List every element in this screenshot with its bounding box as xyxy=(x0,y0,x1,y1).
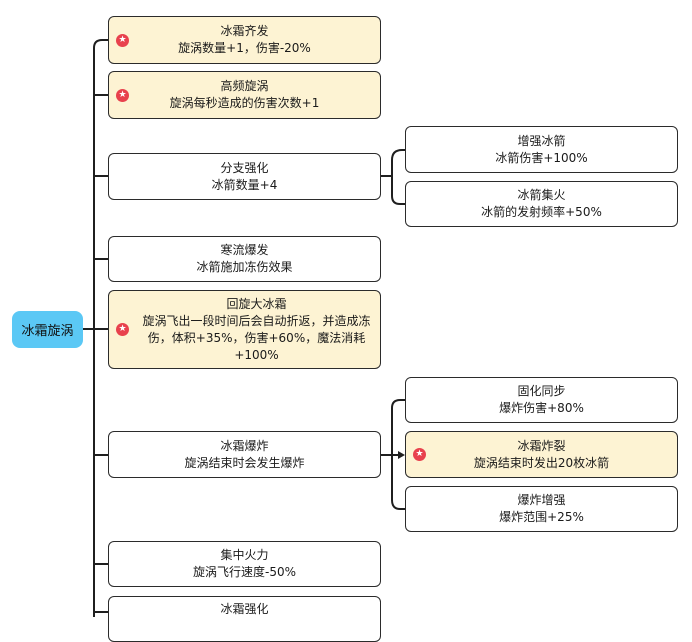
node-title: 分支强化 xyxy=(220,160,269,175)
root-label: 冰霜旋涡 xyxy=(21,324,74,339)
node-desc: 冰箭施加冻伤效果 xyxy=(196,260,293,274)
node-title: 增强冰箭 xyxy=(517,133,566,148)
node-desc: 冰箭的发射频率+50% xyxy=(481,205,602,219)
node-desc: 旋涡结束时会发生爆炸 xyxy=(184,455,305,470)
node-desc: 旋涡每秒造成的伤害次数+1 xyxy=(169,96,320,110)
node-desc: 旋涡结束时发出20枚冰箭 xyxy=(473,455,610,470)
node-n2[interactable]: ★ 高频旋涡 旋涡每秒造成的伤害次数+1 xyxy=(108,71,381,119)
node-n6a[interactable]: 固化同步 爆炸伤害+80% xyxy=(405,377,678,423)
node-n8[interactable]: 冰霜强化 xyxy=(108,596,381,642)
node-desc: 爆炸范围+25% xyxy=(499,510,584,524)
node-n3[interactable]: 分支强化 冰箭数量+4 xyxy=(108,153,381,200)
node-n7[interactable]: 集中火力 旋涡飞行速度-50% xyxy=(108,541,381,587)
node-n4[interactable]: 寒流爆发 冰箭施加冻伤效果 xyxy=(108,236,381,282)
node-desc: 旋涡飞行速度-50% xyxy=(192,565,296,579)
star-badge-icon: ★ xyxy=(413,448,426,461)
node-title: 固化同步 xyxy=(517,384,566,398)
node-n3b[interactable]: 冰箭集火 冰箭的发射频率+50% xyxy=(405,181,678,227)
node-n6[interactable]: 冰霜爆炸 旋涡结束时会发生爆炸 xyxy=(108,431,381,478)
node-title: 冰霜炸裂 xyxy=(517,438,566,453)
node-n6c[interactable]: 爆炸增强 爆炸范围+25% xyxy=(405,486,678,532)
node-title: 寒流爆发 xyxy=(220,243,269,257)
node-desc: 冰箭数量+4 xyxy=(211,177,278,192)
node-n1[interactable]: ★ 冰霜齐发 旋涡数量+1，伤害-20% xyxy=(108,16,381,64)
node-title: 高频旋涡 xyxy=(220,79,269,93)
node-title: 集中火力 xyxy=(220,548,269,562)
node-n5[interactable]: ★ 回旋大冰霜 旋涡飞出一段时间后会自动折返，并造成冻伤，体积+35%，伤害+6… xyxy=(108,290,381,369)
node-title: 冰箭集火 xyxy=(517,188,566,202)
connector-lines xyxy=(83,39,405,617)
node-desc: 旋涡飞出一段时间后会自动折返，并造成冻伤，体积+35%，伤害+60%，魔法消耗+… xyxy=(142,313,371,362)
node-title: 回旋大冰霜 xyxy=(226,296,287,311)
node-desc: 爆炸伤害+80% xyxy=(499,401,584,415)
node-title: 冰霜齐发 xyxy=(220,24,269,38)
node-n3a[interactable]: 增强冰箭 冰箭伤害+100% xyxy=(405,126,678,173)
node-n6b[interactable]: ★ 冰霜炸裂 旋涡结束时发出20枚冰箭 xyxy=(405,431,678,478)
node-title: 爆炸增强 xyxy=(517,493,566,507)
node-title: 冰霜强化 xyxy=(220,602,269,616)
star-badge-icon: ★ xyxy=(116,34,129,47)
node-desc: 旋涡数量+1，伤害-20% xyxy=(178,41,311,55)
root-node[interactable]: 冰霜旋涡 xyxy=(12,311,83,348)
node-desc: 冰箭伤害+100% xyxy=(495,150,588,165)
star-badge-icon: ★ xyxy=(116,323,129,336)
star-badge-icon: ★ xyxy=(116,89,129,102)
node-title: 冰霜爆炸 xyxy=(220,438,269,453)
